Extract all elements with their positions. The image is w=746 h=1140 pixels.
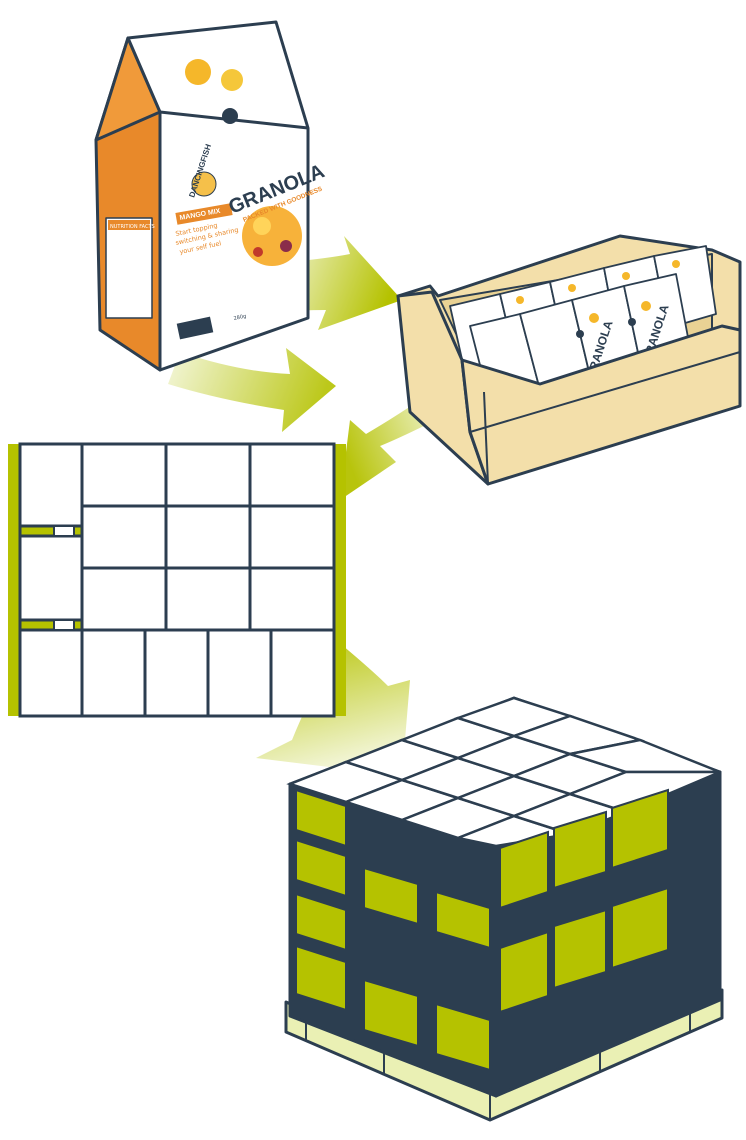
tray-front [396, 262, 742, 486]
badge-icon [221, 69, 243, 91]
plan-cell [164, 442, 252, 508]
plan-left-accent [8, 444, 20, 716]
plan-notch-accent [20, 526, 82, 536]
mascot-icon [191, 171, 217, 197]
bowl-fruit [253, 217, 271, 235]
plan-cell [164, 504, 252, 570]
barcode [176, 316, 214, 340]
plan-cell [143, 628, 210, 718]
plan-cell [164, 566, 252, 632]
arrow-box-to-tray [280, 236, 402, 330]
pallet-layer-plan [8, 442, 346, 718]
plan-cell [18, 534, 84, 622]
plan-cell [80, 442, 168, 508]
pallet-front-cartons [295, 788, 669, 1072]
plan-right-accent [334, 444, 346, 716]
badge-icon [222, 108, 238, 124]
plan-cell [269, 628, 336, 718]
arrow-tray-to-plan [340, 400, 440, 500]
side-panel-title: NUTRITION FACTS [110, 224, 155, 230]
flavor-tag [175, 203, 233, 225]
plan-cell [248, 504, 336, 570]
bowl-berry [253, 247, 263, 257]
plan-notch-accent [20, 620, 82, 630]
plan-cell [80, 566, 168, 632]
plan-cell [248, 566, 336, 632]
arrow-box-to-plan [168, 348, 336, 432]
plan-cell [80, 628, 147, 718]
plan-cell [18, 628, 84, 718]
badge-icon [185, 59, 211, 85]
plan-cell [18, 442, 84, 528]
granola-box [94, 20, 310, 372]
plan-cell [248, 442, 336, 508]
weight-text: 280g [233, 313, 247, 322]
plan-cell [206, 628, 273, 718]
box-graphics [175, 59, 302, 340]
bowl-berry [280, 240, 292, 252]
plan-cell [80, 504, 168, 570]
